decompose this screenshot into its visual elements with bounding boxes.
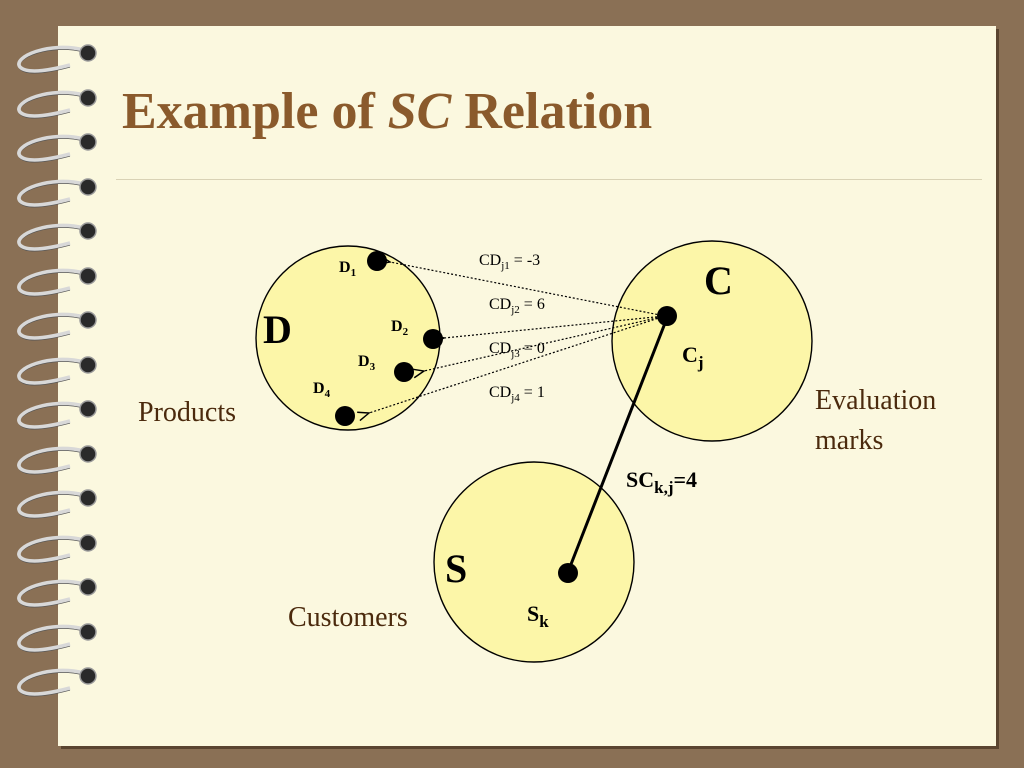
label-d1: D1 [339,259,356,279]
caption-evaluation: Evaluation [815,385,936,416]
sc-relation-label: SCk,j=4 [626,467,697,497]
caption-marks: marks [815,425,883,456]
binding-ring [17,178,97,208]
binding-ring [17,489,97,519]
title-prefix: Example of [122,83,388,140]
cd-j3-arrow [424,315,666,371]
cd-j4-label: CDj4 = 1 [489,384,545,404]
binding-ring [17,400,97,430]
cd-j2-label: CDj2 = 6 [489,296,545,316]
label-d3: D3 [358,353,376,373]
point-d4 [335,406,355,426]
spiral-binding [17,44,97,697]
point-d2 [423,329,443,349]
title-divider [116,179,982,180]
binding-ring [17,356,97,386]
customers-set-circle [433,461,635,663]
page-title: Example of SC Relation [122,82,652,141]
cd-j2-arrow [444,315,666,338]
cd-j3-label: CDj3 = 0 [489,340,545,360]
caption-customers: Customers [288,602,408,633]
binding-ring [17,222,97,252]
point-cj [657,306,677,326]
cd-j1-label: CDj1 = -3 [479,252,540,272]
title-suffix: Relation [451,83,653,140]
caption-products: Products [138,397,236,428]
label-cj: Cj [682,342,704,372]
binding-ring [17,667,97,697]
binding-ring [17,44,97,74]
set-label-s: S [445,546,467,591]
label-d4: D4 [313,380,331,400]
point-d1 [367,251,387,271]
binding-ring [17,534,97,564]
binding-ring [17,578,97,608]
label-sk: Sk [527,601,549,631]
sc-relation-line [566,317,669,573]
binding-ring [17,445,97,475]
binding-ring [17,311,97,341]
set-label-c: C [704,258,733,303]
binding-ring [17,89,97,119]
cd-j1-arrow [390,262,666,317]
binding-ring [17,267,97,297]
point-d3 [394,362,414,382]
point-sk [558,563,578,583]
binding-ring [17,133,97,163]
label-d2: D2 [391,318,409,338]
binding-ring [17,623,97,653]
set-label-d: D [263,307,292,352]
evaluation-marks-set-circle [611,240,813,442]
title-keyword: SC [387,83,452,140]
